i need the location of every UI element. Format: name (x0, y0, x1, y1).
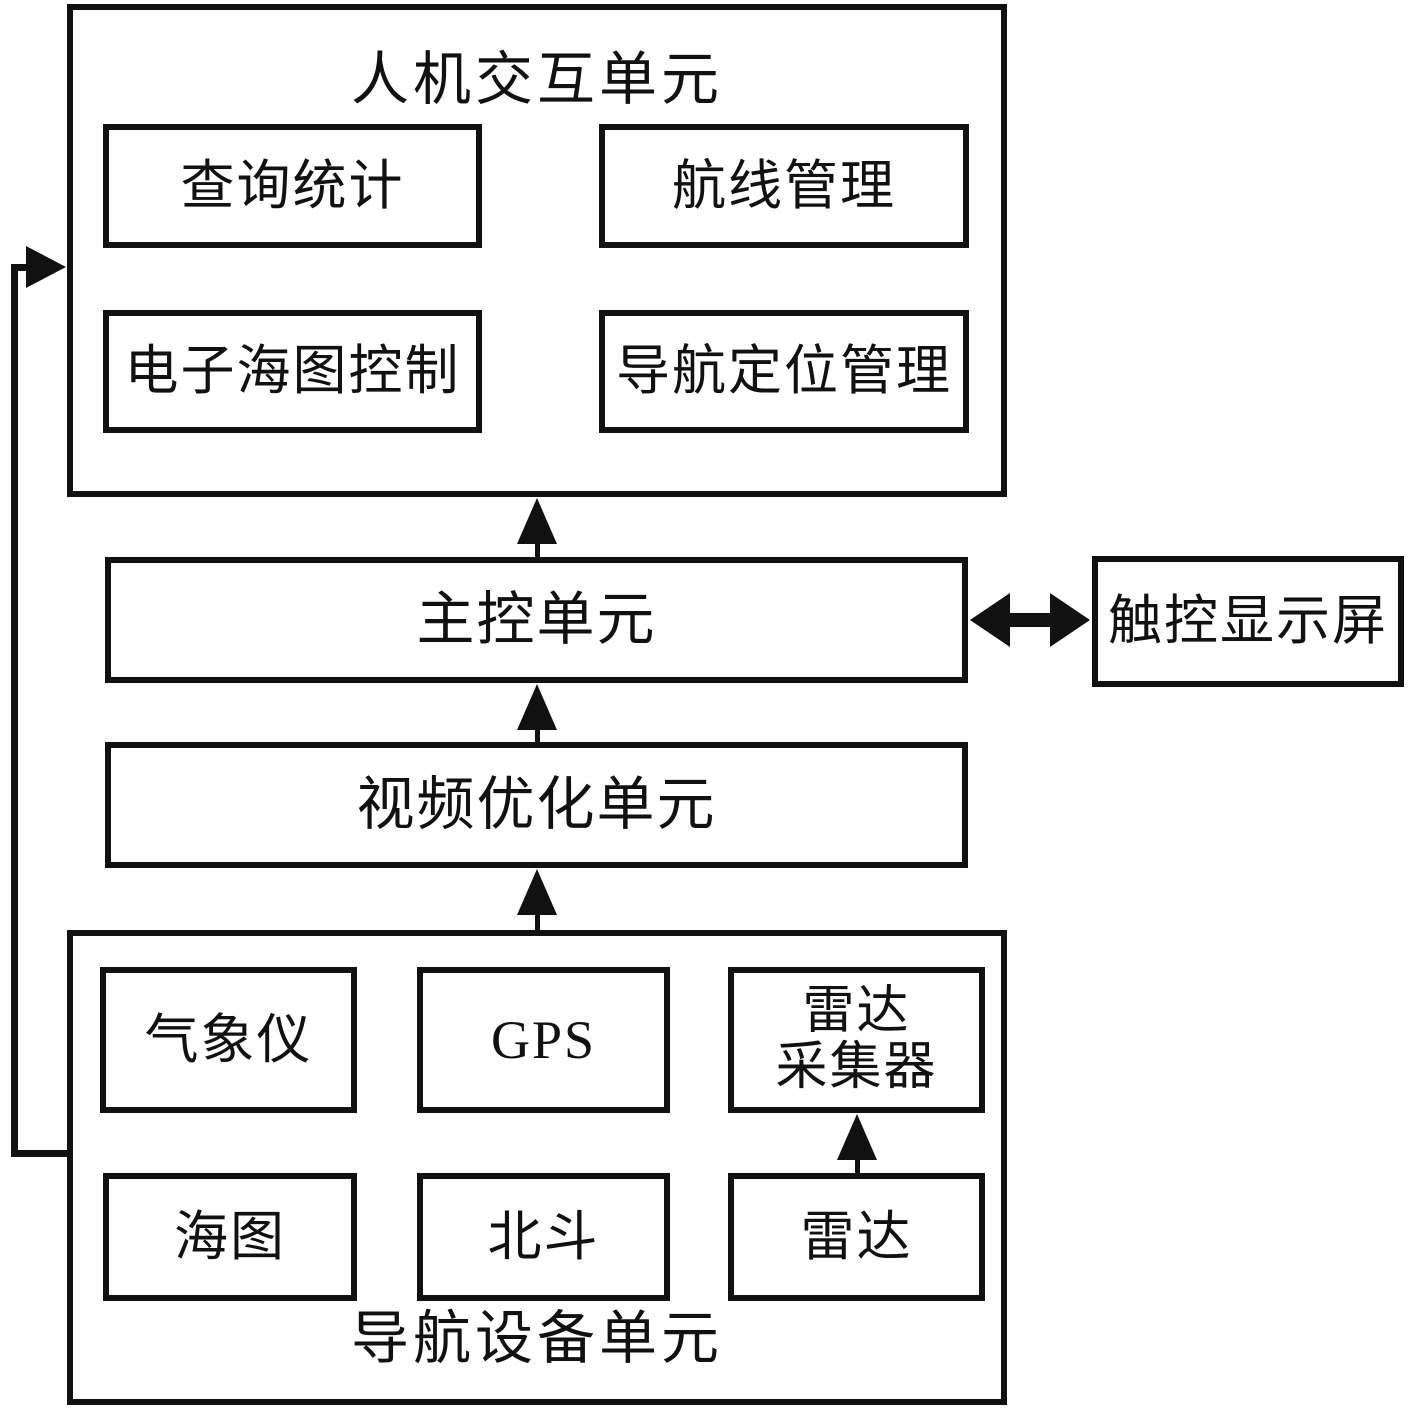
arrow-left-icon (970, 593, 1010, 647)
arrow-right-icon (1050, 593, 1090, 647)
module-echart-control-box: 电子海图控制 (103, 310, 482, 433)
feedback-line-bottom-segment (11, 1150, 70, 1157)
feedback-line-top-segment (11, 264, 31, 271)
video-optimization-unit-box: 视频优化单元 (105, 742, 968, 868)
arrow-up-icon (517, 684, 557, 730)
arrow-up-icon (837, 1114, 877, 1160)
arrow-up-icon (517, 498, 557, 544)
module-route-mgmt-label: 航线管理 (672, 155, 896, 216)
touch-display-box: 触控显示屏 (1092, 556, 1404, 687)
arrow-right-icon (26, 246, 66, 288)
module-echart-control-label: 电子海图控制 (124, 341, 461, 402)
device-beidou-box: 北斗 (417, 1173, 670, 1301)
module-nav-position-mgmt-box: 导航定位管理 (599, 310, 969, 433)
main-control-unit-box: 主控单元 (105, 557, 968, 683)
arrow-bar (1005, 613, 1055, 627)
device-radar-collector-box: 雷达 采集器 (728, 967, 985, 1113)
touch-display-label: 触控显示屏 (1108, 591, 1388, 652)
arrow-up-icon (517, 869, 557, 915)
arrow-shaft (535, 726, 540, 744)
device-sea-chart-box: 海图 (103, 1173, 357, 1301)
device-weather-instrument-label: 气象仪 (144, 1009, 313, 1070)
module-query-stats-box: 查询统计 (103, 124, 482, 248)
arrow-shaft (535, 911, 540, 932)
main-control-unit-label: 主控单元 (416, 586, 657, 652)
feedback-line-vertical-segment (11, 264, 18, 1157)
device-sea-chart-label: 海图 (174, 1206, 286, 1267)
module-route-mgmt-box: 航线管理 (599, 124, 969, 248)
hmi-unit-title: 人机交互单元 (350, 47, 723, 112)
video-optimization-unit-label: 视频优化单元 (356, 771, 717, 837)
device-radar-label: 雷达 (800, 1206, 913, 1267)
arrow-shaft (535, 540, 540, 559)
device-radar-collector-label: 雷达 采集器 (775, 982, 938, 1096)
device-weather-instrument-box: 气象仪 (100, 967, 357, 1113)
device-beidou-label: 北斗 (487, 1206, 600, 1267)
device-gps-box: GPS (417, 967, 670, 1113)
arrow-shaft (855, 1156, 860, 1175)
device-radar-box: 雷达 (728, 1173, 985, 1301)
module-query-stats-label: 查询统计 (180, 155, 405, 216)
module-nav-position-mgmt-label: 导航定位管理 (616, 341, 952, 402)
nav-equipment-unit-title: 导航设备单元 (350, 1306, 723, 1371)
device-gps-label: GPS (490, 1009, 597, 1070)
